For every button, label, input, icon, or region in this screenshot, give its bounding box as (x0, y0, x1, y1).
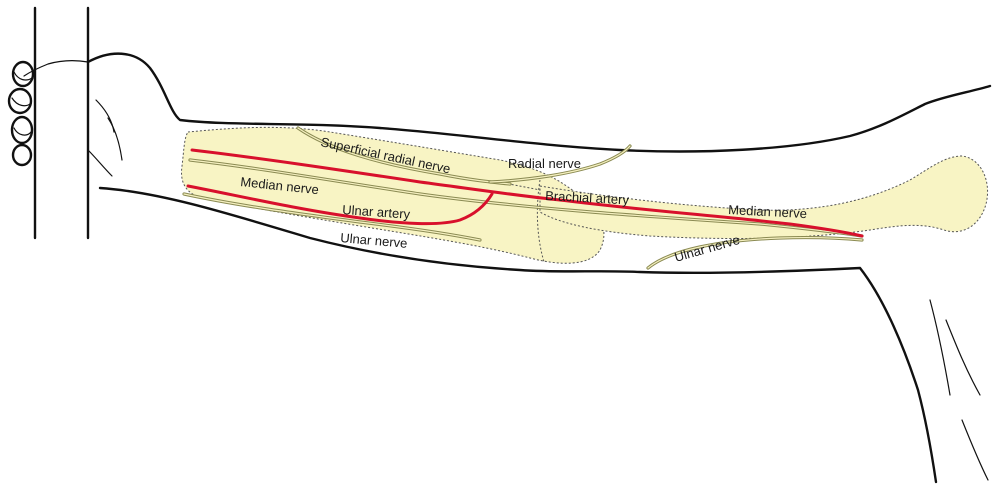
fingers (9, 62, 33, 165)
arm-outline (24, 54, 990, 482)
label-radial-nerve: Radial nerve (508, 156, 581, 171)
pole (35, 8, 88, 238)
